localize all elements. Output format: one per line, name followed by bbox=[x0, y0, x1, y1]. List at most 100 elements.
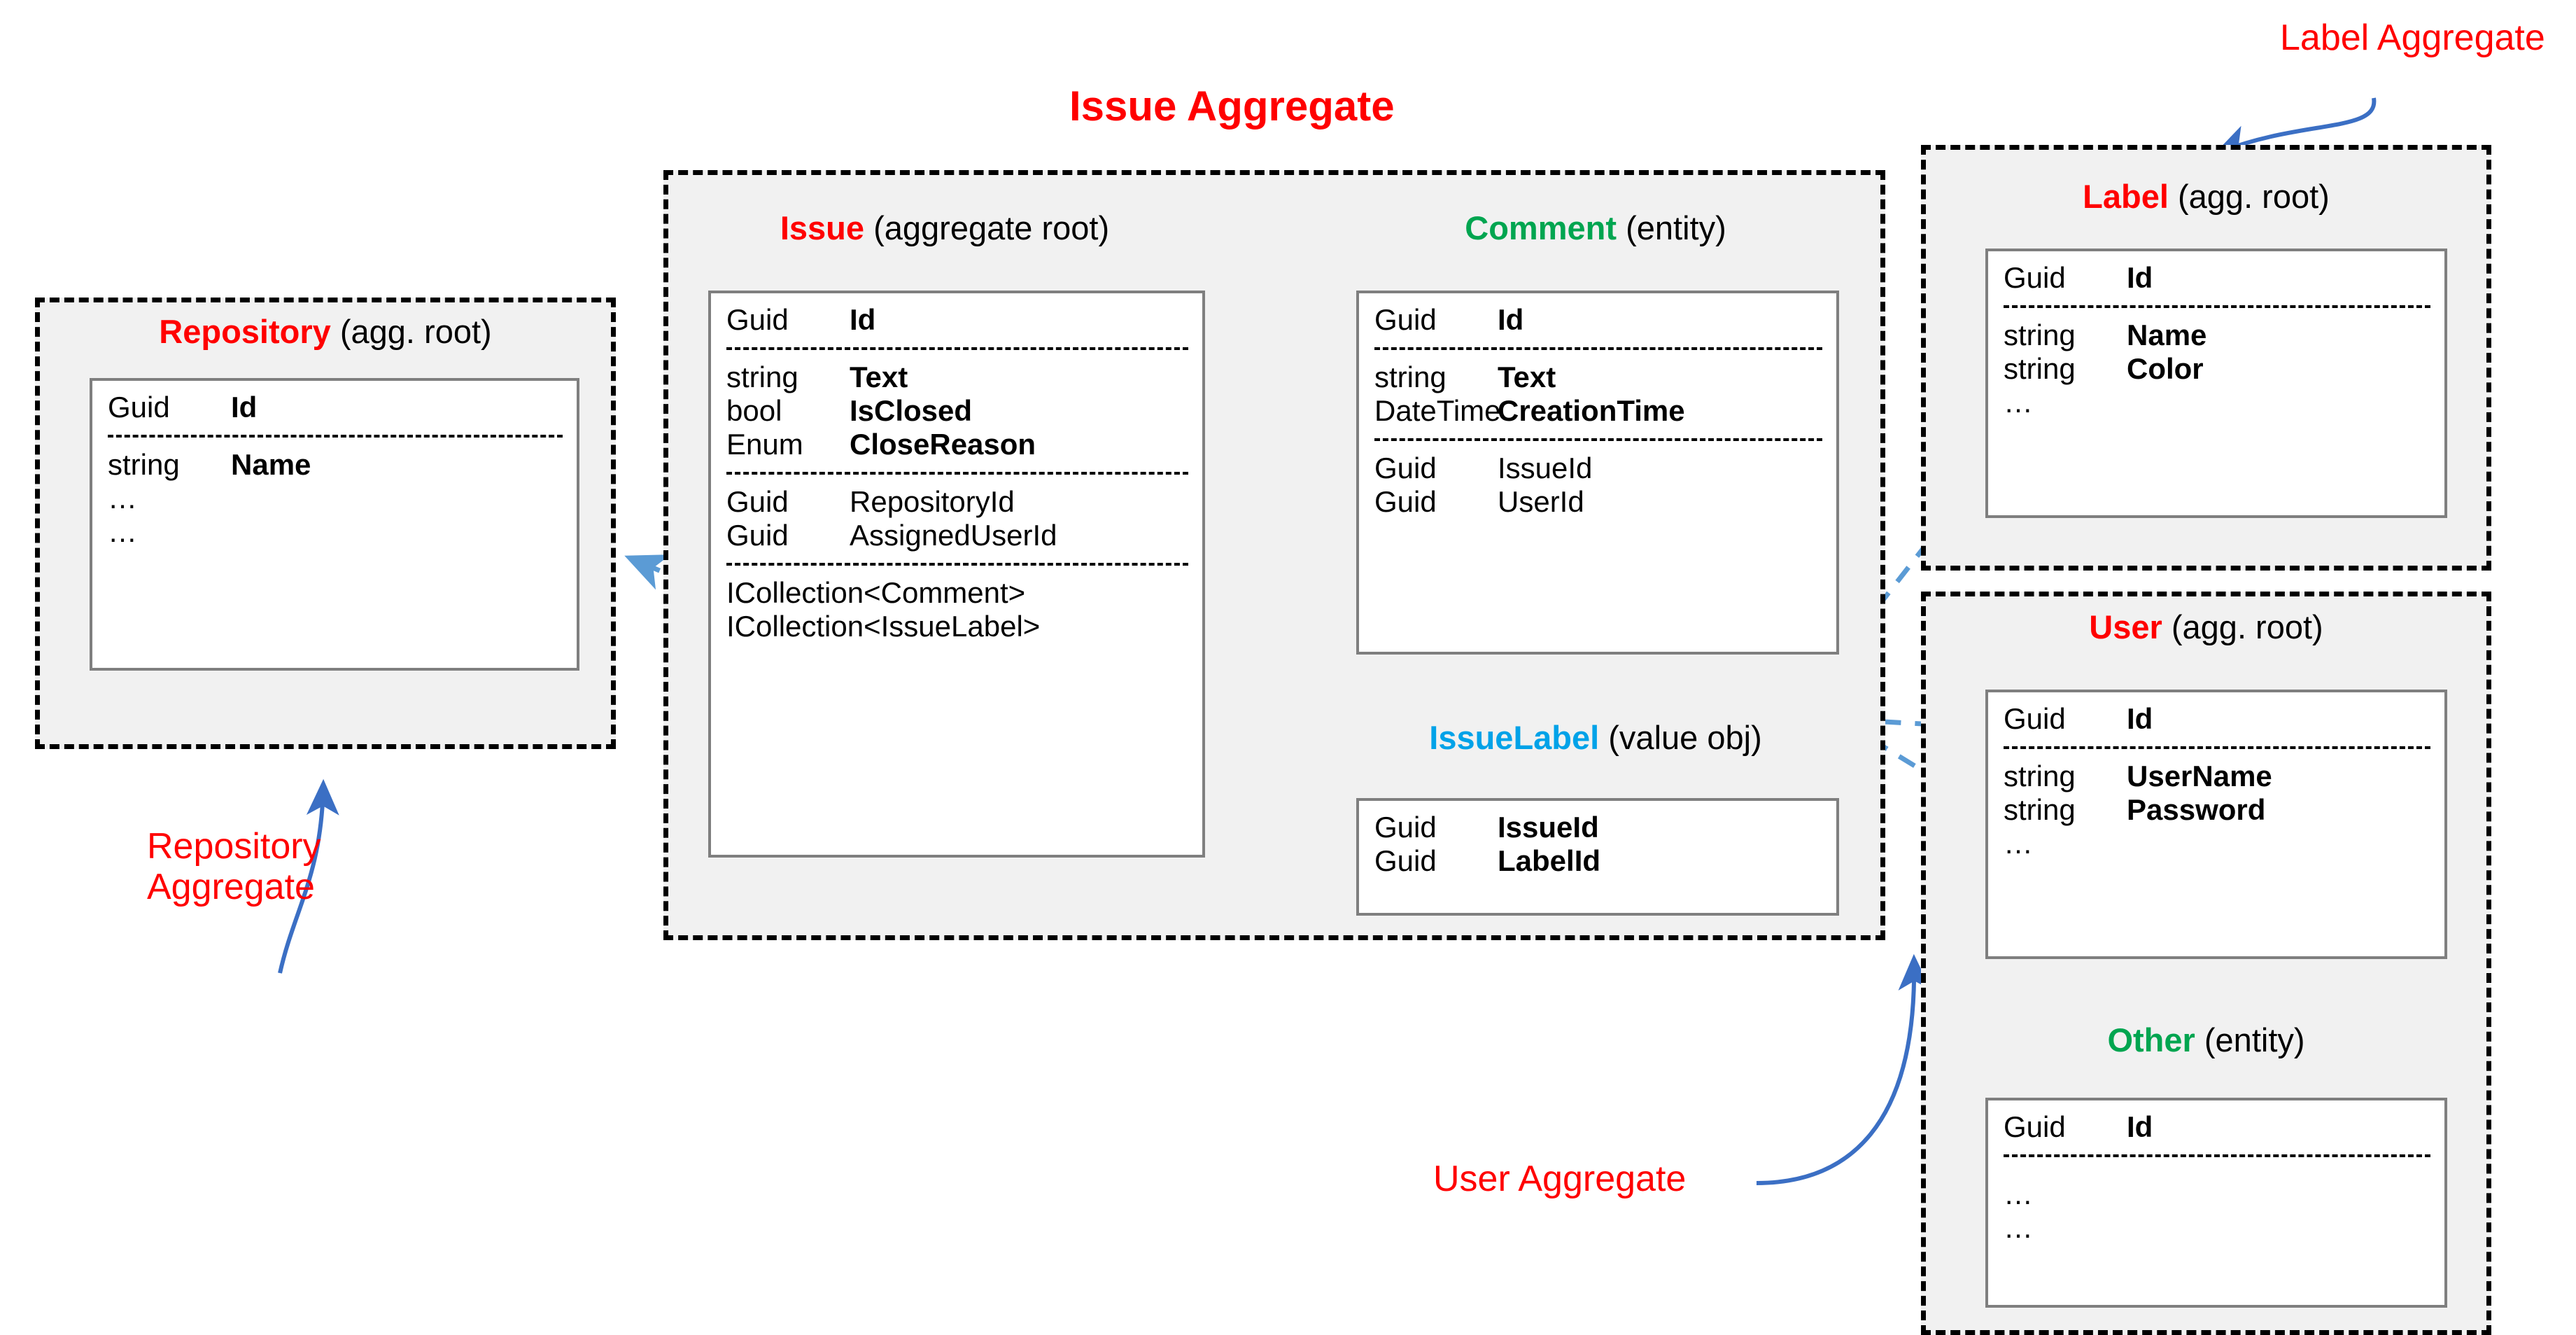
row-separator bbox=[726, 337, 1188, 361]
issuelabel-caption: IssueLabel (value obj) bbox=[1351, 720, 1840, 756]
table-row: … bbox=[2004, 1177, 2430, 1211]
field-name: Color bbox=[2127, 352, 2204, 385]
ellipsis: … bbox=[2004, 1177, 2034, 1210]
row-spacer bbox=[2004, 1168, 2430, 1177]
other-kind: (entity) bbox=[2204, 1021, 2305, 1058]
table-row: string Color bbox=[2004, 352, 2430, 386]
table-row: Guid Id bbox=[108, 391, 563, 424]
row-separator bbox=[108, 424, 563, 448]
table-row: … bbox=[108, 515, 563, 549]
entity-box-other[interactable]: Guid Id … … bbox=[1985, 1098, 2447, 1308]
ellipsis: … bbox=[108, 515, 139, 548]
issuelabel-name: IssueLabel bbox=[1429, 719, 1600, 756]
field-name: UserName bbox=[2127, 760, 2272, 792]
entity-box-user[interactable]: Guid Id string UserName string Password … bbox=[1985, 690, 2447, 959]
ellipsis: … bbox=[108, 482, 139, 515]
row-separator bbox=[726, 552, 1188, 576]
user-caption: User (agg. root) bbox=[1921, 609, 2491, 645]
comment-rows: Guid Id string Text DateTime CreationTim… bbox=[1359, 293, 1836, 519]
field-type: string bbox=[108, 448, 180, 481]
user-rows: Guid Id string UserName string Password … bbox=[1988, 692, 2444, 860]
field-name: IsClosed bbox=[850, 394, 973, 427]
field-name: Id bbox=[2127, 702, 2153, 735]
field-type: string bbox=[2004, 352, 2076, 385]
table-row: … bbox=[108, 482, 563, 515]
table-row: Guid Id bbox=[2004, 1110, 2430, 1144]
table-row: … bbox=[2004, 1211, 2430, 1245]
label-kind: (agg. root) bbox=[2178, 178, 2330, 215]
field-type: Guid bbox=[2004, 261, 2066, 294]
field-name: Id bbox=[2127, 261, 2153, 294]
annotation-user-aggregate: User Aggregate bbox=[1433, 1159, 1687, 1199]
field-type: string bbox=[2004, 319, 2076, 351]
field-name: Name bbox=[231, 448, 311, 481]
label-rows: Guid Id string Name string Color … bbox=[1988, 251, 2444, 419]
issue-caption: Issue (aggregate root) bbox=[700, 210, 1190, 246]
field-type: Enum bbox=[726, 428, 803, 461]
field-type: Guid bbox=[2004, 702, 2066, 735]
ellipsis: … bbox=[2004, 827, 2034, 860]
table-row: string Text bbox=[726, 361, 1188, 394]
comment-caption: Comment (entity) bbox=[1351, 210, 1840, 246]
diagram-title: Issue Aggregate bbox=[1069, 83, 1395, 130]
other-rows: Guid Id … … bbox=[1988, 1100, 2444, 1245]
field-type: Guid bbox=[2004, 1110, 2066, 1143]
entity-box-issue[interactable]: Guid Id string Text bool IsClosed Enum C… bbox=[708, 291, 1205, 858]
table-row: … bbox=[2004, 827, 2430, 860]
row-separator bbox=[1374, 428, 1822, 452]
table-row: string Name bbox=[2004, 319, 2430, 352]
repository-name: Repository bbox=[159, 313, 331, 350]
table-row: Guid Id bbox=[2004, 702, 2430, 736]
row-separator bbox=[1374, 337, 1822, 361]
issuelabel-rows: Guid IssueId Guid LabelId bbox=[1359, 801, 1836, 878]
field-name: Text bbox=[850, 361, 908, 393]
field-name: Text bbox=[1498, 361, 1556, 393]
field-name: AssignedUserId bbox=[850, 519, 1057, 552]
table-row: string Text bbox=[1374, 361, 1822, 394]
issue-rows: Guid Id string Text bool IsClosed Enum C… bbox=[711, 293, 1202, 643]
field-type: Guid bbox=[108, 391, 170, 424]
row-separator bbox=[2004, 1144, 2430, 1168]
field-name: CreationTime bbox=[1498, 394, 1685, 427]
table-row: ICollection<IssueLabel> bbox=[726, 610, 1188, 643]
ellipsis: … bbox=[2004, 1211, 2034, 1244]
field-type: ICollection<Comment> bbox=[726, 576, 1026, 609]
field-name: Id bbox=[850, 303, 876, 336]
entity-box-label[interactable]: Guid Id string Name string Color … bbox=[1985, 249, 2447, 518]
field-type: bool bbox=[726, 394, 782, 427]
row-separator bbox=[2004, 736, 2430, 760]
comment-name: Comment bbox=[1465, 209, 1617, 246]
leader-user-aggregate bbox=[1756, 953, 1931, 1185]
other-caption: Other (entity) bbox=[1921, 1022, 2491, 1058]
annotation-label-aggregate: Label Aggregate bbox=[2280, 18, 2545, 58]
field-type: string bbox=[726, 361, 798, 393]
field-type: Guid bbox=[1374, 485, 1437, 518]
field-name: IssueId bbox=[1498, 452, 1593, 484]
other-name: Other bbox=[2107, 1021, 2195, 1058]
issue-name: Issue bbox=[780, 209, 865, 246]
table-row: Guid IssueId bbox=[1374, 452, 1822, 485]
field-type: string bbox=[2004, 793, 2076, 826]
field-type: Guid bbox=[726, 303, 789, 336]
comment-kind: (entity) bbox=[1626, 209, 1726, 246]
field-type: Guid bbox=[1374, 844, 1437, 877]
table-row: bool IsClosed bbox=[726, 394, 1188, 428]
table-row: Enum CloseReason bbox=[726, 428, 1188, 461]
table-row: Guid AssignedUserId bbox=[726, 519, 1188, 552]
entity-box-repository[interactable]: Guid Id string Name … … bbox=[90, 378, 579, 671]
field-type: string bbox=[1374, 361, 1447, 393]
table-row: Guid Id bbox=[1374, 303, 1822, 337]
repository-rows: Guid Id string Name … … bbox=[92, 381, 577, 549]
table-row: Guid LabelId bbox=[1374, 844, 1822, 878]
entity-box-issuelabel[interactable]: Guid IssueId Guid LabelId bbox=[1356, 798, 1839, 916]
field-name: Name bbox=[2127, 319, 2207, 351]
entity-box-comment[interactable]: Guid Id string Text DateTime CreationTim… bbox=[1356, 291, 1839, 655]
table-row: … bbox=[2004, 386, 2430, 419]
table-row: string UserName bbox=[2004, 760, 2430, 793]
table-row: Guid RepositoryId bbox=[726, 485, 1188, 519]
field-name: Password bbox=[2127, 793, 2266, 826]
repository-caption: Repository (agg. root) bbox=[35, 314, 616, 350]
field-name: CloseReason bbox=[850, 428, 1036, 461]
field-name: Id bbox=[2127, 1110, 2153, 1143]
field-type: Guid bbox=[1374, 303, 1437, 336]
